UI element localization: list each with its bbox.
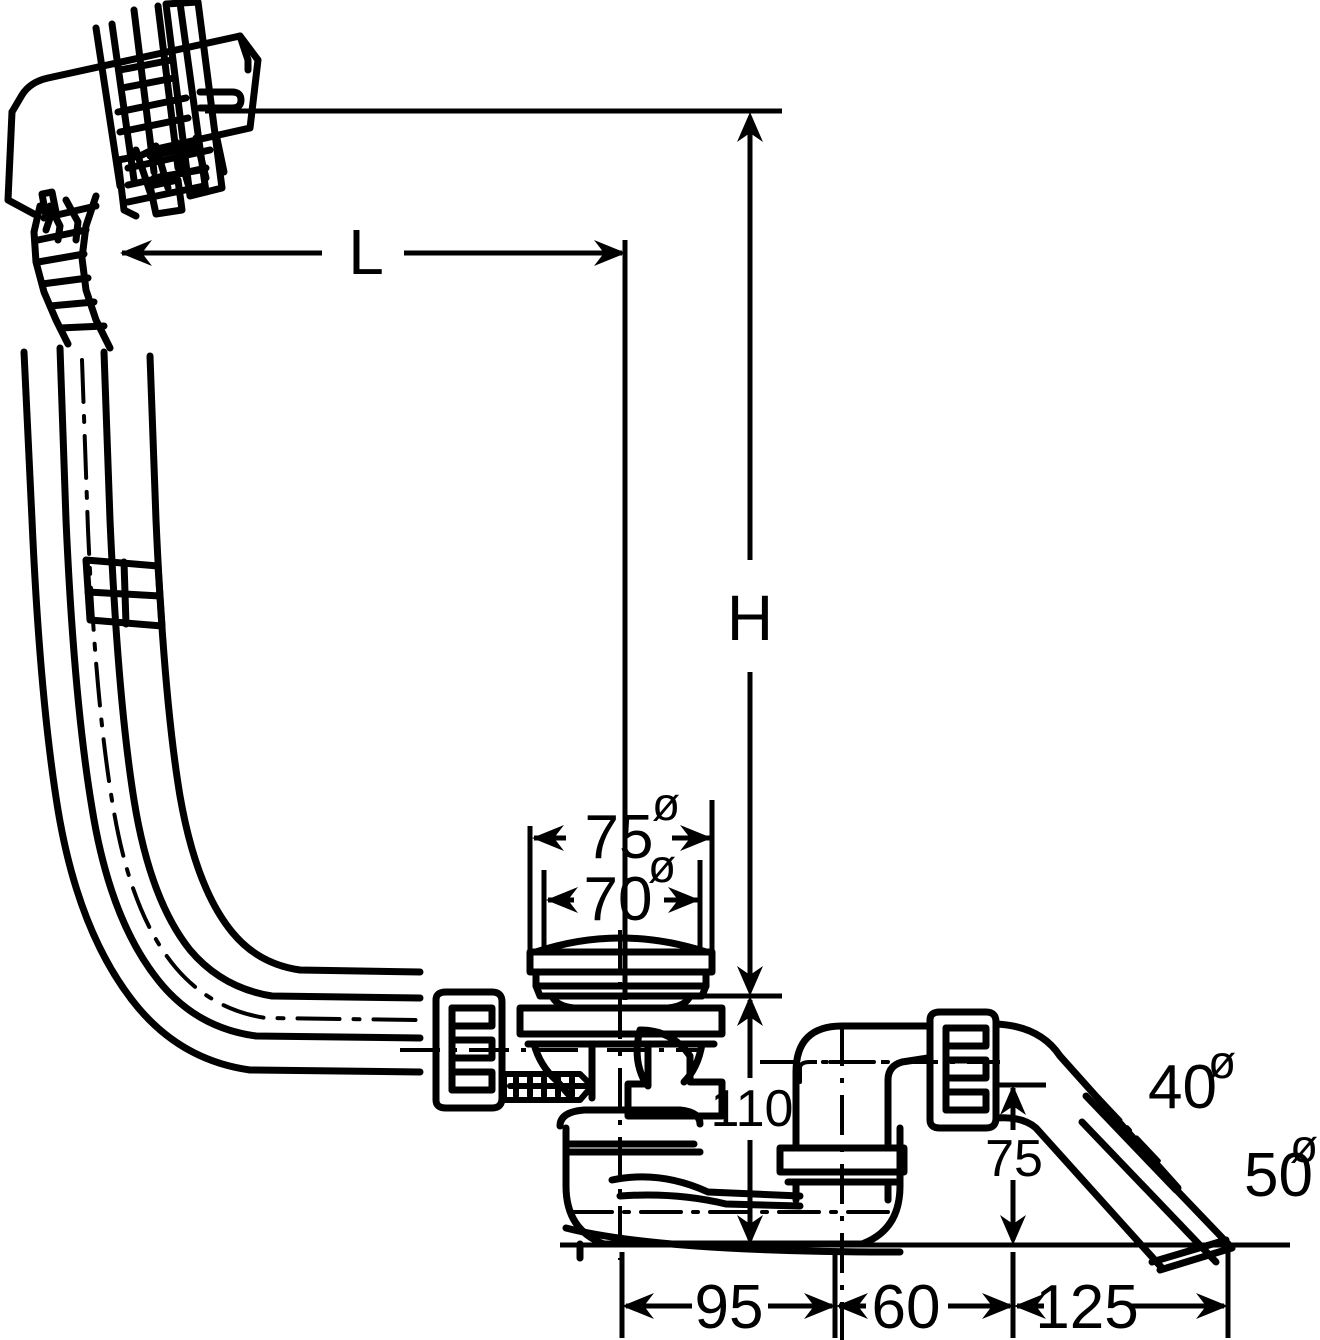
dim125-arrowhead-right [1196,1293,1228,1319]
dimension-125-label: 125 [1035,1273,1138,1340]
bottom-dimension-set [560,1242,1290,1338]
dim95-arrowhead-left [622,1293,654,1319]
diameter-70-label: 70 [584,865,653,934]
diameter-40-symbol: ø [1208,1036,1236,1088]
d70-arrowhead-right [668,887,700,913]
H-label: H [727,582,773,654]
dim125-arrowhead-left [1014,1293,1046,1319]
d110-arrowhead-bottom [737,1215,763,1245]
diameter-75-symbol: ø [652,778,680,830]
H-arrowhead-bottom [737,966,763,996]
flexible-overflow-hose [20,344,424,1076]
diameter-50-symbol: ø [1290,1120,1318,1172]
dimension-diameter-70 [541,860,703,950]
overflow-head-nipple [196,88,245,112]
L-arrowhead-right [594,240,626,266]
centre-lines [400,930,1000,1340]
dim60-arrowhead-left [836,1293,868,1319]
dimension-60-label: 60 [872,1273,941,1340]
hose-mid-ferrule [82,556,166,630]
dimension-vertical-75-label: 75 [985,1130,1043,1188]
diameter-70-symbol: ø [648,840,676,892]
dimension-110-label: 110 [711,1080,794,1138]
diameter-75-label: 75 [585,803,654,872]
hose-collar-upper [38,188,60,220]
dimension-L [120,240,628,1000]
d75-arrowhead-left [532,825,564,851]
dim95-arrowhead-right [804,1293,836,1319]
dim60-arrowhead-right [982,1293,1014,1319]
v75-arrowhead-bottom [1000,1215,1026,1245]
diameter-40-label: 40 [1148,1053,1217,1122]
d70-arrowhead-left [546,887,578,913]
L-label: L [348,216,384,288]
diameter-50-label: 50 [1244,1141,1313,1210]
threaded-spigot [501,1071,595,1103]
L-arrowhead-left [120,240,152,266]
dimension-H [640,108,782,996]
H-arrowhead-top [737,112,763,142]
d75-arrowhead-right [680,825,712,851]
v75-arrowhead-top [1000,1085,1026,1115]
overflow-head-assembly [4,0,262,220]
d110-arrowhead-top [737,996,763,1026]
dimension-95-label: 95 [695,1273,764,1340]
dimension-diameter-75 [527,800,715,950]
